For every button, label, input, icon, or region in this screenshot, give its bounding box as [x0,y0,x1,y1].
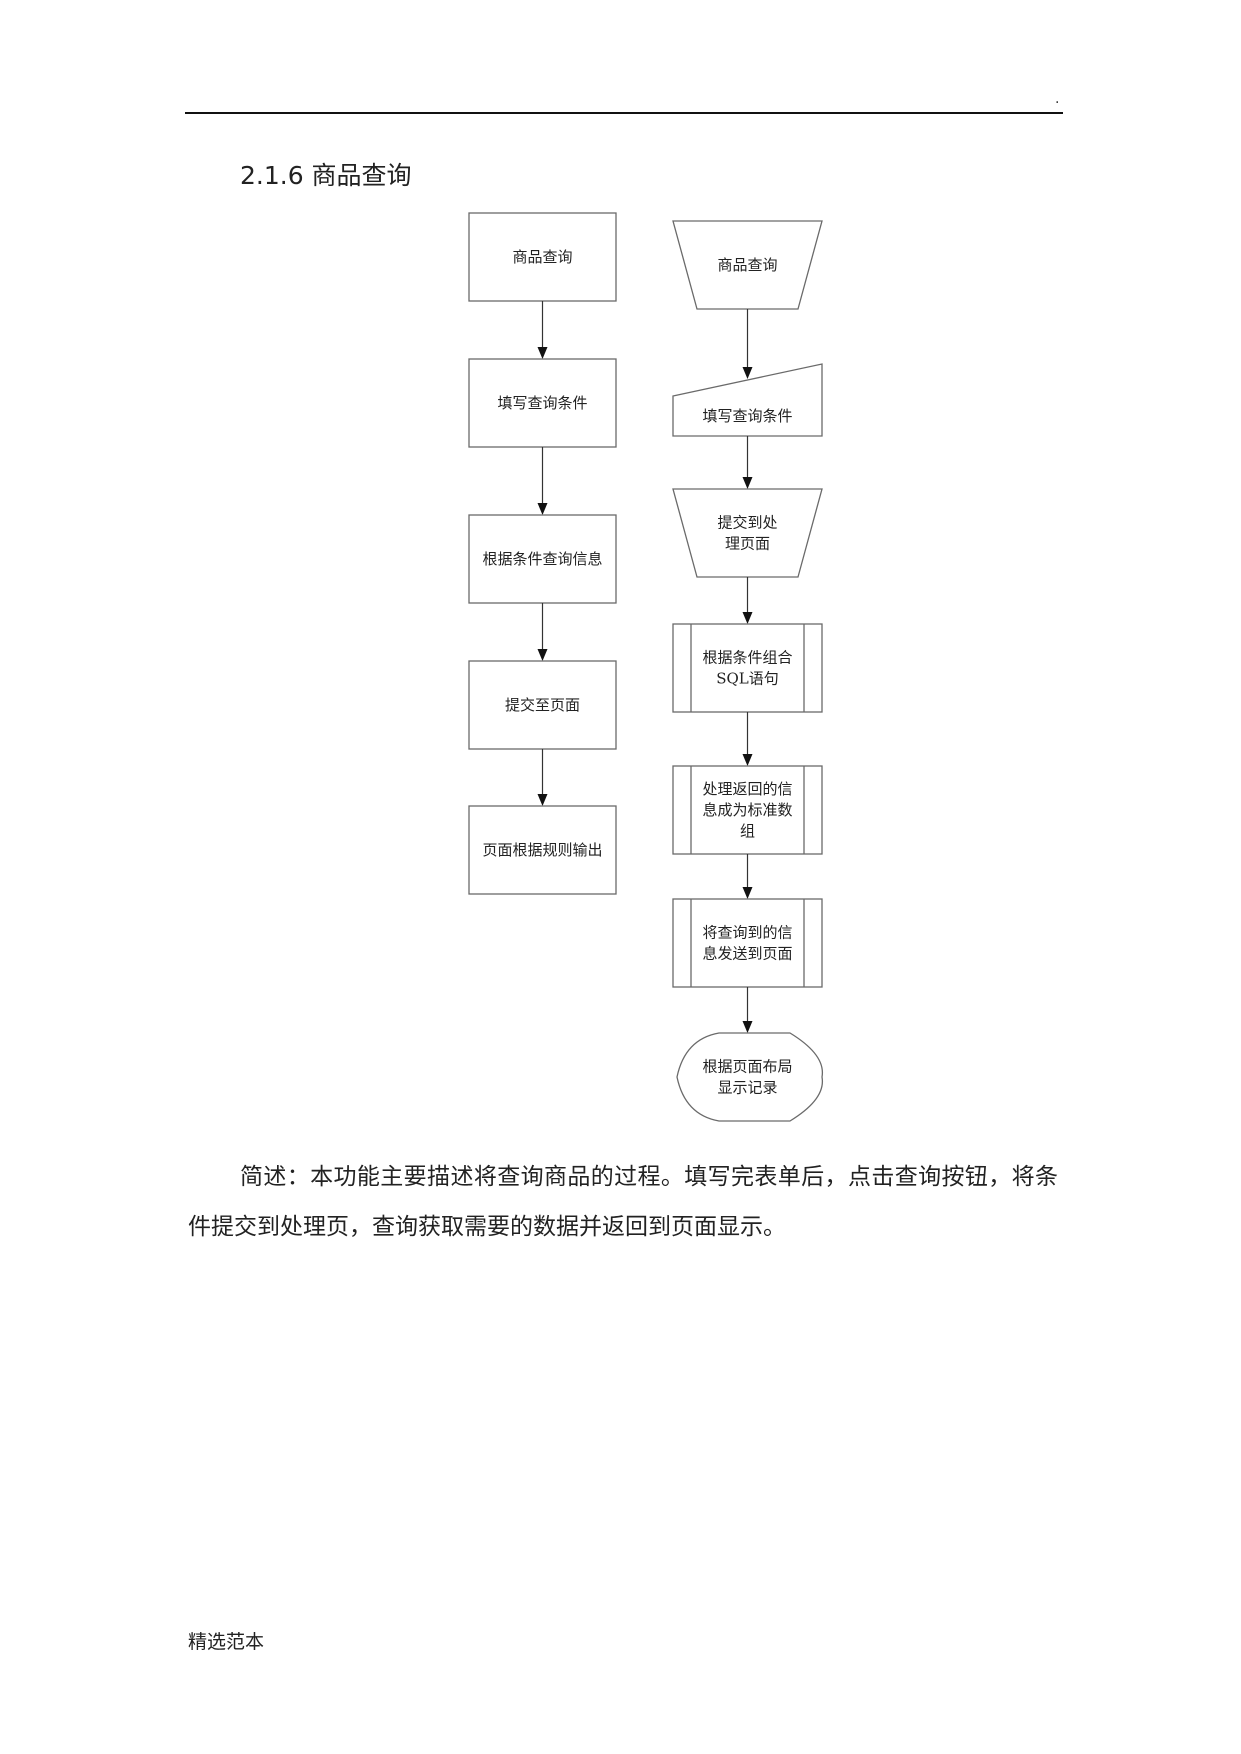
right-connector-head [742,612,753,624]
right-display-shape [676,1032,824,1122]
left-connector-head [537,347,548,359]
right-step-label: 息发送到页面 [702,945,792,963]
section-title: 2.1.6 商品查询 [240,161,412,190]
left-step-label: 填写查询条件 [497,394,587,412]
right-connector-head [742,367,753,379]
right-step-label: 理页面 [725,535,770,553]
left-step-label: 商品查询 [512,248,572,266]
left-step-box [468,212,617,302]
left-connector-head [537,503,548,515]
right-step-label: 提交到处 [717,514,777,532]
right-step-label: 根据条件组合 [702,649,792,667]
right-predefined-process-shape [672,765,823,855]
left-connector-head [537,794,548,806]
right-step-label: 处理返回的信 [702,780,792,798]
right-step-label: 商品查询 [717,256,777,274]
right-connector-head [742,1021,753,1033]
left-step-box [468,358,617,448]
right-step-label: 组 [740,822,755,840]
right-step-label: 显示记录 [717,1079,777,1097]
right-manual-input-shape [672,363,823,437]
left-step-label: 根据条件查询信息 [482,550,602,568]
summary-paragraph: 简述：本功能主要描述将查询商品的过程。填写完表单后，点击查询按钮，将条件提交到处… [188,1164,1058,1240]
header-rule [185,112,1063,114]
left-step-label: 页面根据规则输出 [482,841,602,859]
left-step-label: 提交至页面 [505,696,580,714]
right-step-label: 将查询到的信 [702,924,792,942]
left-step-box [468,514,617,604]
right-manual-operation-shape [672,488,823,578]
right-connector-head [742,477,753,489]
right-manual-operation-shape [672,220,823,310]
left-step-box [468,805,617,895]
right-step-label: SQL语句 [716,670,779,688]
left-connector-head [537,649,548,661]
right-step-label: 息成为标准数 [702,801,792,819]
right-connector-head [742,887,753,899]
right-step-label: 填写查询条件 [702,407,792,425]
footer-text: 精选范本 [188,1631,265,1653]
right-predefined-process-shape [672,623,823,713]
right-connector-head [742,754,753,766]
right-step-label: 根据页面布局 [702,1058,792,1076]
left-step-box [468,660,617,750]
header-mark: . [1055,91,1060,107]
right-predefined-process-shape [672,898,823,988]
